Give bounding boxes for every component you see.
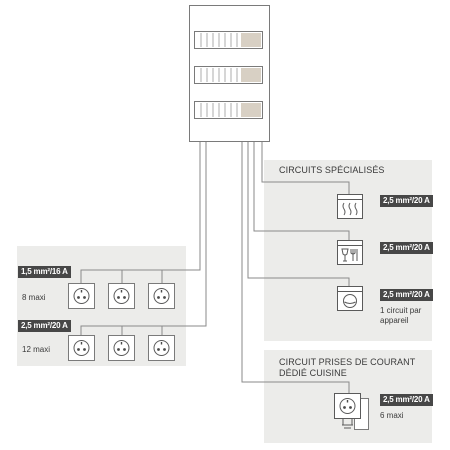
circuit-2-max-label: 12 maxi bbox=[22, 345, 51, 354]
kitchen-socket-icon bbox=[334, 393, 369, 430]
wire-oven bbox=[261, 142, 350, 194]
wire-dishwasher bbox=[253, 142, 350, 240]
kitchen-title-line-1: CIRCUIT PRISES DE COURANT bbox=[279, 357, 416, 367]
washing-machine-icon bbox=[337, 286, 363, 311]
socket-row-1 bbox=[68, 283, 175, 309]
kitchen-title-line-2: DÉDIÉ CUISINE bbox=[279, 368, 347, 378]
breaker-row-1 bbox=[194, 31, 263, 49]
kitchen-section-tag: 2,5 mm²/20 A bbox=[380, 394, 433, 406]
wire-circuit-2 bbox=[80, 142, 207, 335]
dishwasher-icon bbox=[337, 240, 363, 265]
dishwasher-section-tag: 2,5 mm²/20 A bbox=[380, 242, 433, 254]
specialized-title: CIRCUITS SPÉCIALISÉS bbox=[279, 165, 385, 175]
socket-row-2 bbox=[68, 335, 175, 361]
kitchen-max-label: 6 maxi bbox=[380, 411, 404, 420]
circuit-1-section-tag: 1,5 mm²/16 A bbox=[18, 266, 71, 278]
breaker-row-2 bbox=[194, 66, 263, 84]
circuit-1-max-label: 8 maxi bbox=[22, 293, 46, 302]
circuit-2-section-tag: 2,5 mm²/20 A bbox=[18, 320, 71, 332]
washing-machine-section-tag: 2,5 mm²/20 A bbox=[380, 289, 433, 301]
wire-circuit-1 bbox=[80, 142, 201, 283]
wire-washing-machine bbox=[247, 142, 350, 286]
breaker-row-3 bbox=[194, 101, 263, 119]
oven-section-tag: 2,5 mm²/20 A bbox=[380, 195, 433, 207]
one-circuit-note: 1 circuit par appareil bbox=[380, 306, 422, 325]
oven-icon bbox=[337, 194, 363, 219]
wire-kitchen bbox=[241, 142, 350, 393]
